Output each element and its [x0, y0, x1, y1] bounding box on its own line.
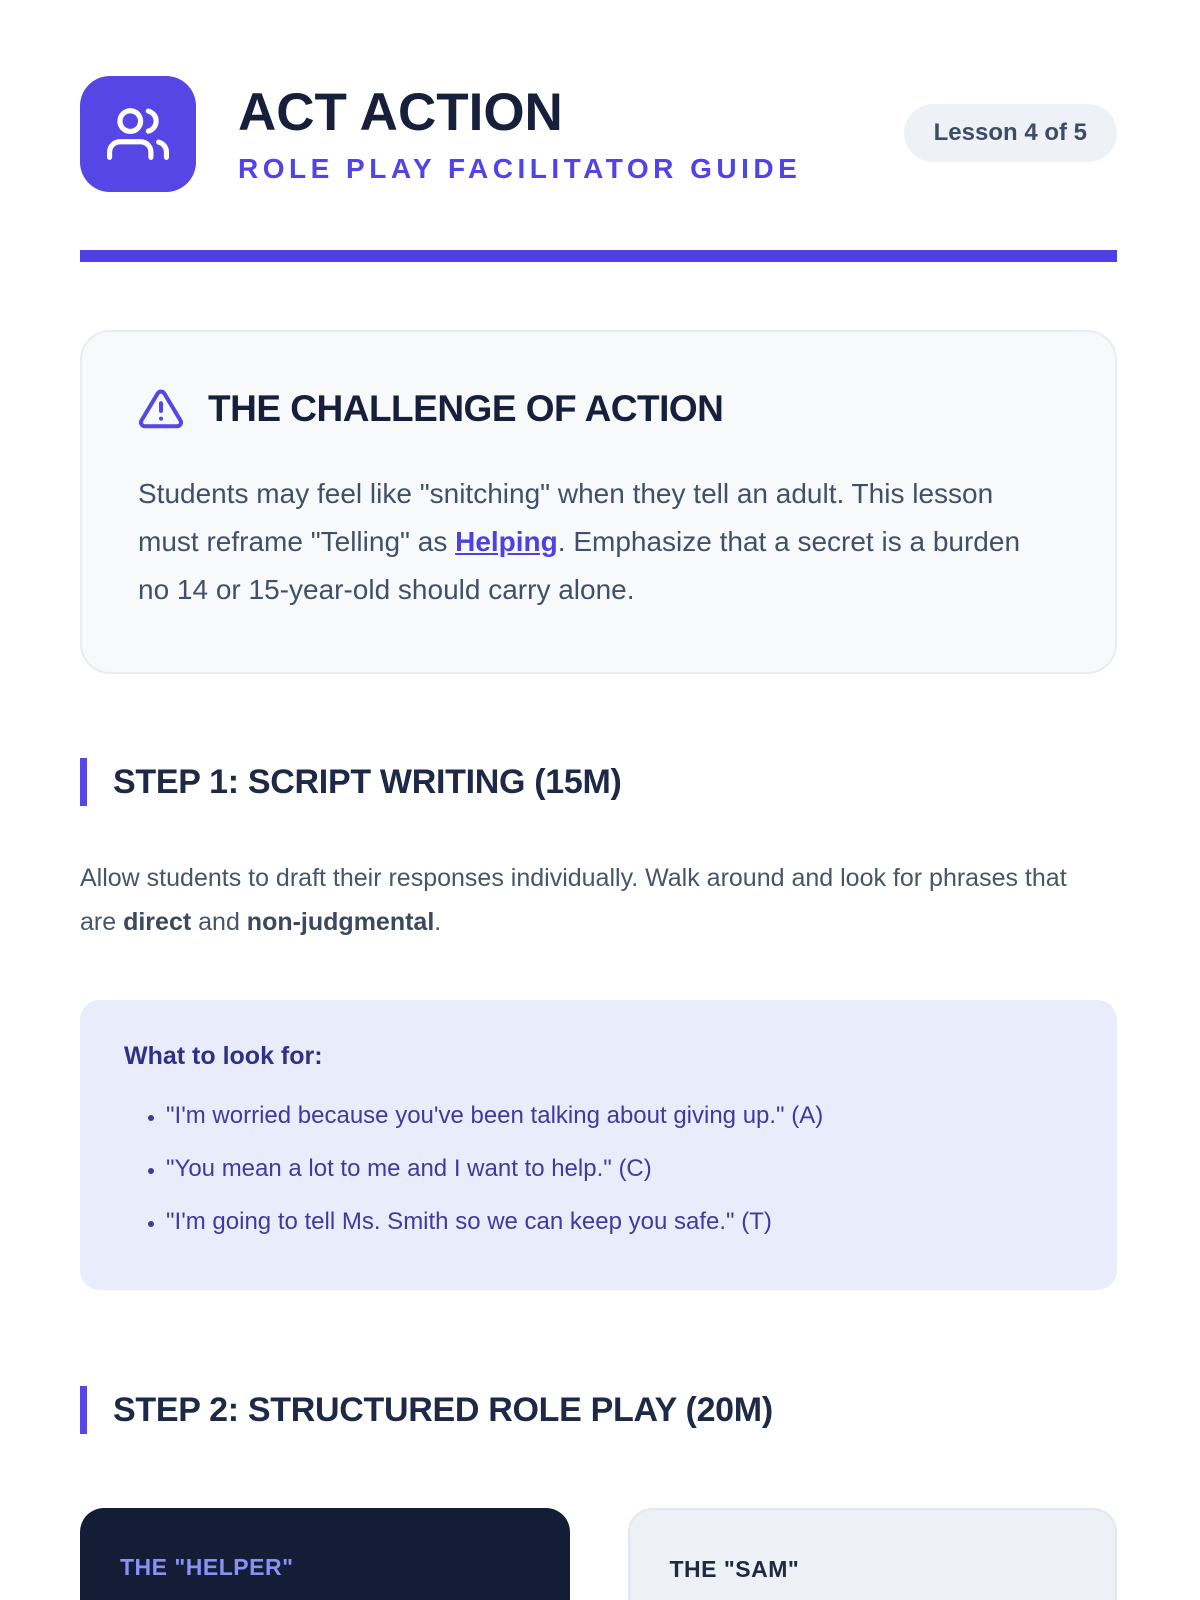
step1-intro: Allow students to draft their responses … [80, 856, 1080, 944]
step1-intro-bold-nonjudgmental: non-judgmental [246, 908, 435, 936]
step1-intro-bold-direct: direct [123, 908, 192, 936]
lookfor-item: "You mean a lot to me and I want to help… [166, 1154, 1073, 1184]
helping-link[interactable]: Helping [455, 526, 558, 557]
step1-intro-text: Allow students to draft their responses … [80, 864, 1067, 936]
roleplay-cards-grid: THE "HELPER" Focus on using the ACT step… [80, 1508, 1117, 1600]
lookfor-title: What to look for: [124, 1042, 323, 1070]
page-subtitle: ROLE PLAY FACILITATOR GUIDE [238, 153, 802, 184]
step1-intro-mid: and [191, 908, 247, 936]
page-title: ACT ACTION [238, 83, 563, 142]
users-icon [107, 108, 169, 160]
helper-card-title: THE "HELPER" [120, 1554, 294, 1580]
step1-intro-end: . [434, 908, 442, 936]
title-block: ACT ACTION ROLE PLAY FACILITATOR GUIDE [238, 76, 801, 185]
challenge-callout-card: THE CHALLENGE OF ACTION Students may fee… [80, 330, 1117, 674]
challenge-title: THE CHALLENGE OF ACTION [208, 388, 724, 429]
sam-card-title: THE "SAM" [669, 1556, 800, 1582]
step2-heading: STEP 2: STRUCTURED ROLE PLAY (20M) [80, 1386, 1117, 1434]
lookfor-item: "I'm going to tell Ms. Smith so we can k… [166, 1207, 1073, 1237]
challenge-body-after: . Emphasize that a secret is a burden no… [138, 526, 1021, 605]
step1-title: STEP 1: SCRIPT WRITING (15M) [113, 762, 622, 801]
challenge-body-before: Students may feel like "snitching" when … [138, 478, 994, 557]
helper-role-card: THE "HELPER" Focus on using the ACT step… [80, 1508, 570, 1600]
app-logo [80, 76, 196, 192]
accent-bar [80, 758, 87, 806]
challenge-body: Students may feel like "snitching" when … [138, 470, 1048, 614]
accent-bar [80, 1386, 87, 1434]
what-to-look-for-card: What to look for: "I'm worried because y… [80, 1000, 1117, 1290]
challenge-heading-row: THE CHALLENGE OF ACTION [138, 386, 1059, 432]
sam-role-card: THE "SAM" Don't make it too easy or too … [627, 1508, 1117, 1600]
lookfor-list: "I'm worried because you've been talking… [124, 1101, 1073, 1237]
lookfor-item: "I'm worried because you've been talking… [166, 1101, 1073, 1131]
step2-title: STEP 2: STRUCTURED ROLE PLAY (20M) [113, 1390, 773, 1429]
step1-heading: STEP 1: SCRIPT WRITING (15M) [80, 758, 1117, 806]
header-divider [80, 250, 1117, 262]
lesson-badge: Lesson 4 of 5 [903, 104, 1117, 162]
header: ACT ACTION ROLE PLAY FACILITATOR GUIDE L… [80, 76, 1117, 192]
alert-triangle-icon [138, 389, 184, 429]
